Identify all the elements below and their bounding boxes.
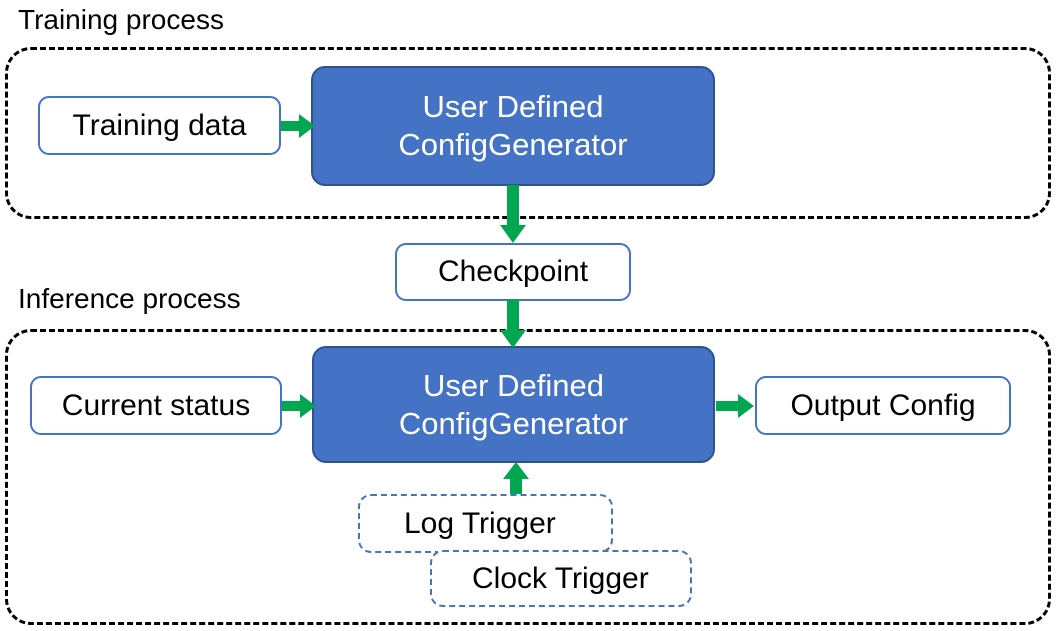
node-label-line1: User Defined xyxy=(423,367,604,403)
training-process-caption: Training process xyxy=(18,4,224,35)
node-inference-config-generator[interactable]: User Defined ConfigGenerator xyxy=(312,346,715,463)
arrow-checkpoint-to-inference-generator xyxy=(498,300,528,350)
arrow-training-data-to-generator xyxy=(281,112,317,140)
node-output-config[interactable]: Output Config xyxy=(755,376,1011,435)
inference-process-container xyxy=(5,329,1051,625)
node-label-stack: User Defined ConfigGenerator xyxy=(313,88,713,164)
arrow-generator-to-output-config xyxy=(716,392,756,420)
node-training-data[interactable]: Training data xyxy=(38,96,281,155)
node-label-line2: ConfigGenerator xyxy=(398,127,628,162)
arrow-triggers-to-generator xyxy=(501,462,531,504)
arrow-current-status-to-generator xyxy=(282,392,318,420)
node-training-config-generator[interactable]: User Defined ConfigGenerator xyxy=(311,66,715,186)
node-log-trigger[interactable]: Log Trigger xyxy=(358,494,613,553)
node-label-line2: ConfigGenerator xyxy=(398,405,629,441)
node-label-line1: User Defined xyxy=(422,89,604,124)
inference-process-caption: Inference process xyxy=(18,283,241,314)
node-clock-trigger[interactable]: Clock Trigger xyxy=(430,550,692,607)
arrow-generator-to-checkpoint xyxy=(498,185,528,245)
node-current-status[interactable]: Current status xyxy=(30,376,282,435)
node-label-stack: User Defined ConfigGenerator xyxy=(314,367,713,443)
node-checkpoint[interactable]: Checkpoint xyxy=(395,243,631,301)
training-process-container xyxy=(5,47,1051,219)
